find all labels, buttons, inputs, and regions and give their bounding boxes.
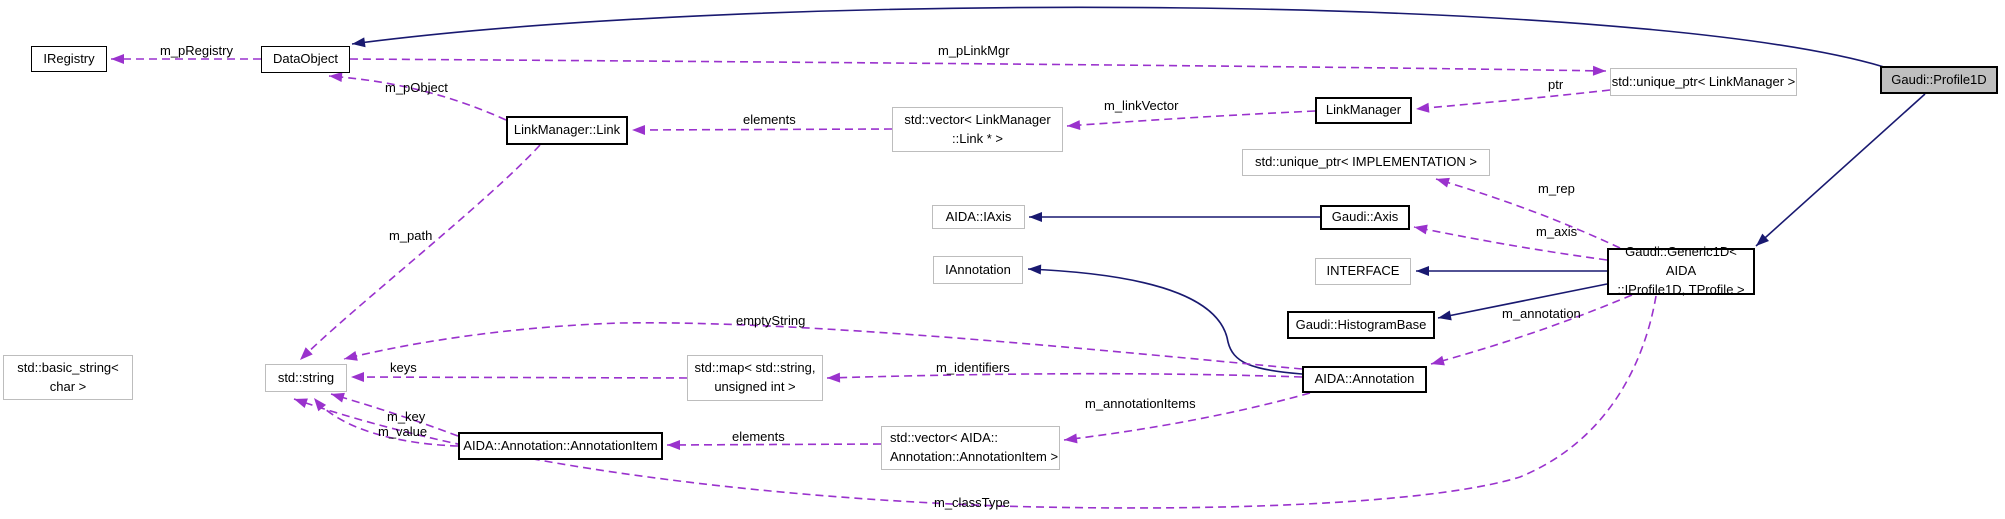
- edge-m-key: [330, 392, 459, 437]
- class-node-std-basic-string: std::basic_string< char >: [3, 355, 133, 400]
- edge-m-axis: [1413, 224, 1608, 261]
- class-node-gaudi-profile1d[interactable]: Gaudi::Profile1D: [1880, 66, 1998, 94]
- edge-label-m-path: m_path: [389, 228, 433, 243]
- edge-label-elements-top: elements: [743, 112, 796, 127]
- edge-annotation-to-iannotation: [1027, 264, 1303, 375]
- edge-elements-bottom: [666, 439, 882, 450]
- edge-label-m-rep: m_rep: [1538, 181, 1575, 196]
- edge-m-value: [313, 397, 459, 447]
- class-node-linkmanager-link[interactable]: LinkManager::Link: [506, 116, 628, 145]
- class-node-std-unique-ptr-linkmanager: std::unique_ptr< LinkManager >: [1610, 68, 1797, 96]
- edge-label-m-key: m_key: [387, 409, 426, 424]
- edge-elements-top: [631, 124, 893, 135]
- edge-emptystring: [343, 322, 1303, 370]
- edge-m-classtype: [293, 295, 1657, 509]
- class-node-gaudi-histogrambase[interactable]: Gaudi::HistogramBase: [1287, 311, 1435, 339]
- class-node-aida-iaxis: AIDA::IAxis: [932, 205, 1025, 229]
- class-node-std-string: std::string: [265, 364, 347, 392]
- edge-label-m-pregistry: m_pRegistry: [160, 43, 233, 58]
- edge-profile1d-to-dataobject: [351, 6, 1885, 68]
- class-node-std-unique-ptr-implementation: std::unique_ptr< IMPLEMENTATION >: [1242, 149, 1490, 176]
- edge-label-m-plinkmgr: m_pLinkMgr: [938, 43, 1010, 58]
- edge-label-m-identifiers: m_identifiers: [936, 360, 1010, 375]
- edge-label-keys: keys: [390, 360, 417, 375]
- edge-label-m-pobject: m_pObject: [385, 80, 448, 95]
- edge-label-m-annotationitems: m_annotationItems: [1085, 396, 1196, 411]
- edge-m-annotation: [1430, 294, 1633, 366]
- edge-m-plinkmgr: [349, 58, 1607, 76]
- class-node-iannotation: IAnnotation: [933, 256, 1023, 284]
- edge-m-identifiers: [826, 372, 1303, 383]
- class-node-std-vector-linkmanager-link: std::vector< LinkManager ::Link * >: [892, 107, 1063, 152]
- edge-label-emptystring: emptyString: [736, 313, 806, 328]
- edge-profile1d-to-generic1d: [1755, 93, 1926, 247]
- edge-m-rep: [1435, 177, 1621, 249]
- class-node-annotationitem[interactable]: AIDA::Annotation::AnnotationItem: [458, 432, 663, 460]
- class-node-gaudi-axis[interactable]: Gaudi::Axis: [1320, 205, 1410, 230]
- class-node-iregistry[interactable]: IRegistry: [31, 46, 107, 72]
- edge-label-m-annotation: m_annotation: [1502, 306, 1581, 321]
- edge-label-m-value: m_value: [378, 424, 428, 439]
- class-node-linkmanager[interactable]: LinkManager: [1315, 97, 1412, 124]
- class-node-std-vector-annotationitem: std::vector< AIDA:: Annotation::Annotati…: [881, 426, 1060, 470]
- edge-generic1d-to-histogrambase: [1437, 283, 1608, 321]
- edge-label-m-linkvector: m_linkVector: [1104, 98, 1179, 113]
- edge-label-m-classtype: m_classType: [934, 495, 1010, 510]
- class-node-interface: INTERFACE: [1315, 258, 1411, 285]
- edge-label-elements-bottom: elements: [732, 429, 785, 444]
- class-node-dataobject[interactable]: DataObject: [261, 46, 350, 73]
- class-node-std-map: std::map< std::string, unsigned int >: [687, 355, 823, 401]
- edge-ptr: [1415, 89, 1611, 113]
- edge-keys: [350, 372, 688, 383]
- class-node-aida-annotation[interactable]: AIDA::Annotation: [1302, 366, 1427, 393]
- edge-label-m-axis: m_axis: [1536, 224, 1578, 239]
- class-node-gaudi-generic1d[interactable]: Gaudi::Generic1D< AIDA ::IProfile1D, TPr…: [1607, 244, 1755, 297]
- edge-m-path: [299, 144, 541, 361]
- edge-label-ptr: ptr: [1548, 77, 1564, 92]
- edge-m-annotationitems: [1063, 392, 1311, 444]
- edge-m-linkvector: [1066, 110, 1316, 131]
